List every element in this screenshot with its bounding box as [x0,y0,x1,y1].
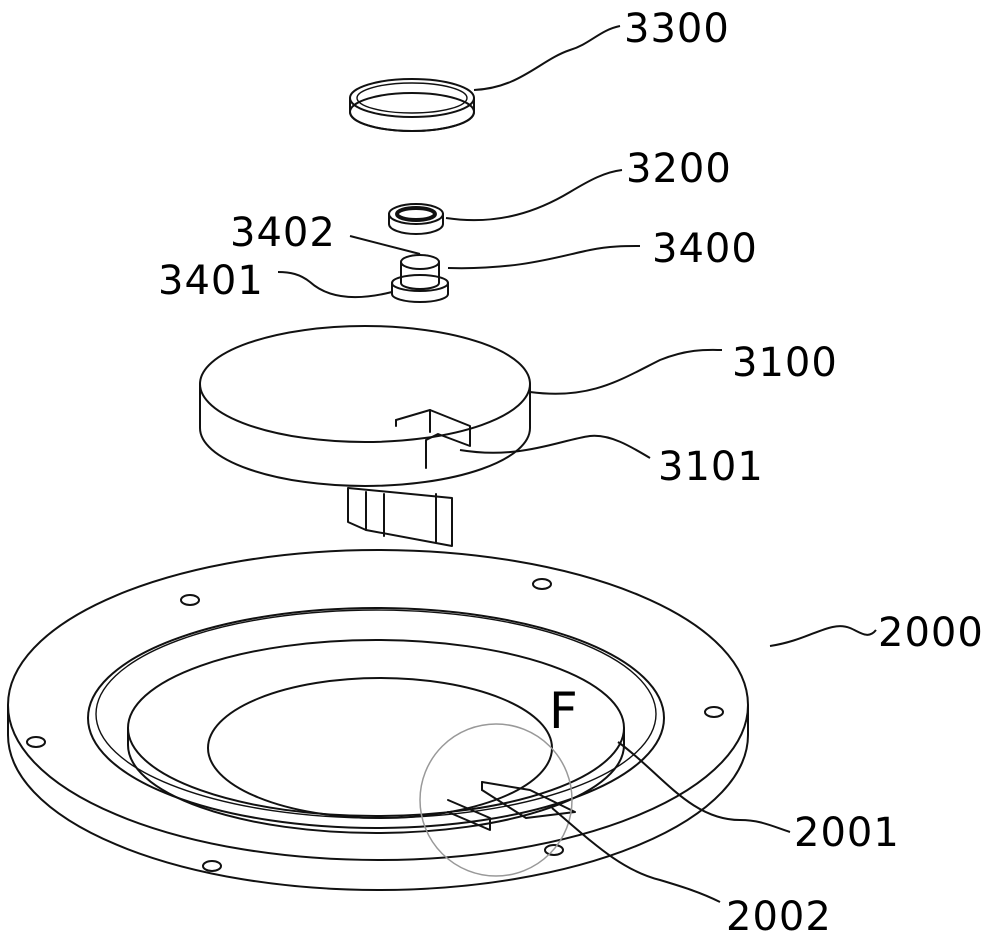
label-3100: 3100 [732,340,838,386]
mesh-disc-3300 [349,78,475,132]
label-3101: 3101 [658,444,764,490]
label-3401: 3401 [158,258,264,304]
detail-circle-f [419,723,573,877]
label-3402: 3402 [230,210,336,256]
label-3400: 3400 [652,226,758,272]
label-2000: 2000 [878,610,984,656]
label-2002: 2002 [726,894,832,940]
label-3200: 3200 [626,146,732,192]
sealing-ring-3200 [388,203,444,235]
detail-label-f: F [549,682,578,740]
label-3300: 3300 [624,6,730,52]
base-flange-2000 [7,549,749,891]
plug-cap-3400 [391,254,449,303]
leader-lines [277,25,877,903]
label-2001: 2001 [794,810,900,856]
cover-disc-3100 [199,325,531,547]
